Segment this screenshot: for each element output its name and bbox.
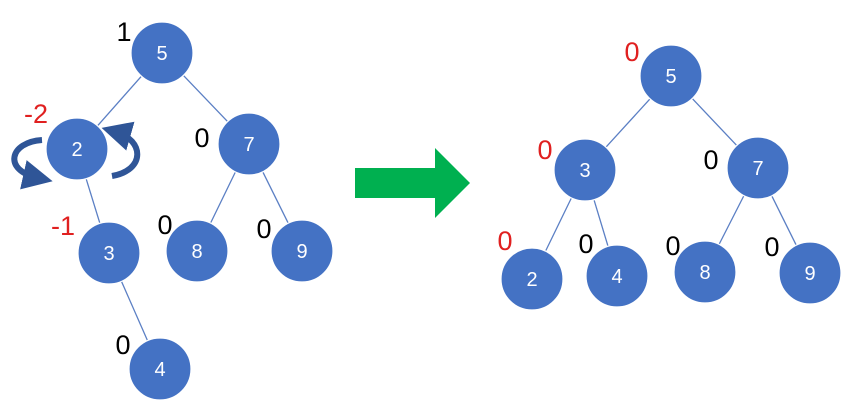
balance-factor-label: -1 [51,211,75,241]
after-tree-node: 4 [585,244,649,308]
node-value: 9 [804,263,815,285]
balance-factor-label: 0 [578,229,593,259]
node-circle [726,136,790,200]
balance-factor-label: 0 [497,226,512,256]
node-circle [639,44,703,108]
node-value: 5 [156,43,167,65]
balance-factor-label: 1 [116,17,131,47]
node-circle [165,219,229,283]
node-value: 8 [699,262,710,284]
after-tree-node: 7 [726,136,790,200]
node-circle [778,241,842,305]
node-circle [553,138,617,202]
node-circle [45,117,109,181]
node-value: 3 [579,160,590,182]
node-circle [128,337,192,401]
node-circle [130,21,194,85]
before-edge [120,281,149,341]
after-tree-node: 9 [778,241,842,305]
balance-factor-label: 0 [537,135,552,165]
before-tree-node: 5 [130,21,194,85]
node-circle [77,221,141,285]
before-edge [182,74,229,123]
after-edge [718,195,745,245]
node-value: 5 [665,66,676,88]
before-tree-node: 2 [45,117,109,181]
before-tree-node: 8 [165,219,229,283]
after-edge [605,98,651,148]
node-circle [217,112,281,176]
after-tree-node: 5 [639,44,703,108]
node-value: 4 [611,266,622,288]
before-tree-node: 7 [217,112,281,176]
node-value: 8 [191,241,202,263]
node-value: 9 [296,241,307,263]
after-edge [593,199,609,247]
after-tree-node: 3 [553,138,617,202]
node-value: 3 [103,243,114,265]
balance-factor-label: 0 [115,330,130,360]
before-tree-node: 9 [270,219,334,283]
before-edge [262,171,289,224]
balance-factor-label: 0 [624,37,639,67]
node-circle [585,244,649,308]
nodes-layer: 5 2 7 3 8 9 4 5 3 7 2 4 8 9 [45,21,842,401]
after-edge [771,195,797,246]
node-circle [673,240,737,304]
node-value: 2 [71,139,82,161]
node-circle [500,247,564,311]
before-tree-node: 3 [77,221,141,285]
balance-factor-label: 0 [256,214,271,244]
before-edge [209,171,237,224]
after-tree-node: 8 [673,240,737,304]
before-edge [85,178,101,224]
balance-factor-label: 0 [157,210,172,240]
rotation-arrows-icon [11,121,141,190]
before-tree-node: 4 [128,337,192,401]
after-edge [544,197,573,252]
edges-layer [85,74,797,341]
balance-factor-label: 0 [194,123,209,153]
after-tree-node: 2 [500,247,564,311]
node-value: 7 [243,134,254,156]
balance-factor-label: 0 [703,145,718,175]
after-edge [691,98,738,146]
node-circle [270,219,334,283]
node-value: 2 [526,269,537,291]
node-value: 7 [752,158,763,180]
right-arrow-icon [355,148,470,218]
balance-labels-layer: 1 -2 0 -1 0 0 0 0 0 0 0 0 0 0 [24,17,780,360]
node-value: 4 [154,359,165,381]
balance-factor-label: -2 [24,99,48,129]
balance-factor-label: 0 [764,232,779,262]
balance-factor-label: 0 [665,231,680,261]
before-edge [97,75,142,127]
